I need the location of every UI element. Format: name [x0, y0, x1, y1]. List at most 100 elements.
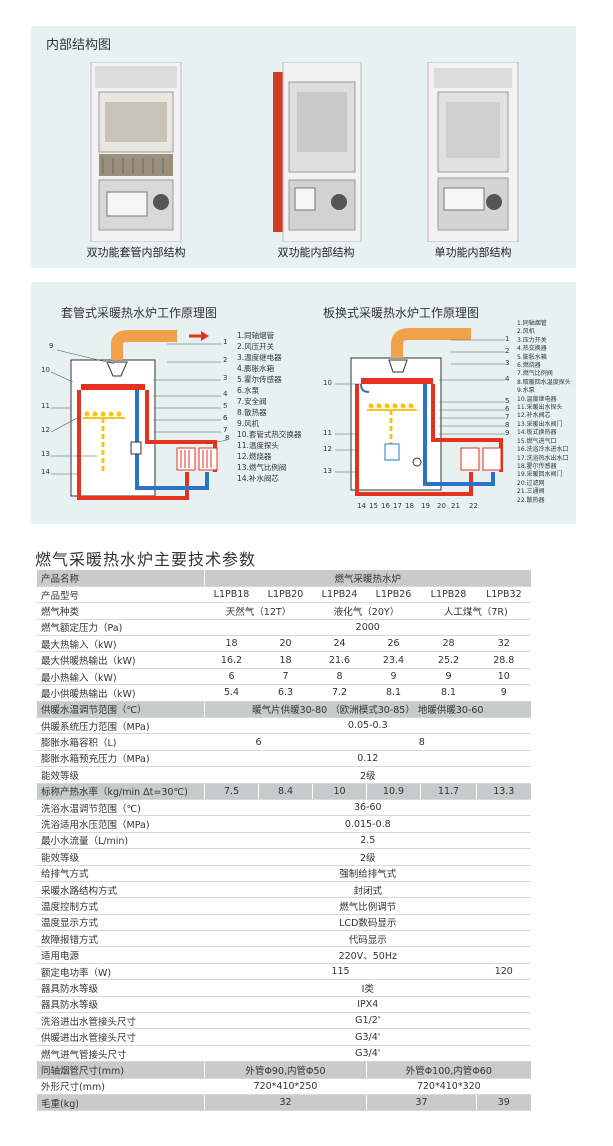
legend-left-item: 8.散热器 — [237, 408, 267, 417]
spec-label: 能效等级 — [36, 848, 205, 866]
spec-label: 最小供暖热输出（kW) — [36, 684, 205, 702]
callout-r8: 8 — [505, 421, 510, 429]
spec-row: 膨胀水箱预充压力（MPa)0.12 — [36, 750, 531, 768]
spec-value: 32 — [204, 1094, 367, 1112]
spec-value: 10 — [475, 668, 531, 686]
diagram-right-schematic — [335, 328, 505, 496]
legend-left-item: 10.套管式热交换器 — [237, 430, 302, 439]
spec-label: 供暖进出水管接头尺寸 — [36, 1028, 205, 1046]
spec-row: 温度控制方式燃气比例调节 — [36, 897, 531, 915]
callout-9: 9 — [49, 342, 54, 350]
spec-value: 天然气（12T） — [204, 602, 313, 620]
spec-value: 9 — [475, 684, 531, 702]
callout-r7: 7 — [505, 413, 510, 421]
spec-value: L1PB18 — [204, 586, 259, 604]
legend-left-item: 14.补水阀芯 — [237, 474, 279, 483]
spec-value: 封闭式 — [203, 881, 531, 899]
spec-value: 5.4 — [204, 684, 259, 702]
spec-value: L1PB20 — [258, 586, 313, 604]
legend-right-item: 21.三通阀 — [517, 488, 545, 496]
spec-value: 24 — [312, 635, 367, 653]
legend-right-item: 19.采暖回水阀门 — [517, 471, 563, 479]
caption-dual: 双功能内部结构 — [277, 246, 355, 259]
spec-value: 8 — [311, 733, 531, 751]
callout-r12: 12 — [323, 445, 332, 453]
spec-label: 外形尺寸(mm) — [36, 1078, 205, 1096]
legend-left-item: 4.膨胀水箱 — [237, 364, 275, 373]
legend-left-item: 13.燃气比例阀 — [237, 463, 287, 472]
legend-left-item: 5.霍尔传感器 — [237, 375, 282, 384]
spec-value: 7 — [258, 668, 313, 686]
spec-value: 0.12 — [203, 750, 531, 768]
spec-value: 220V、50Hz — [203, 946, 531, 964]
spec-value: 2级 — [203, 848, 531, 866]
legend-right-item: 5.膨胀水箱 — [517, 353, 547, 361]
spec-value: 18 — [204, 635, 259, 653]
callout-14: 14 — [41, 468, 50, 476]
spec-value: 6.3 — [258, 684, 313, 702]
spec-label: 最小水流量（L/min) — [36, 832, 205, 850]
callout-12: 12 — [41, 426, 50, 434]
spec-label: 温度控制方式 — [36, 897, 205, 915]
spec-value: 强制给排气式 — [203, 865, 531, 882]
spec-value: 8.4 — [258, 783, 313, 800]
legend-right-item: 10.温度继电器 — [517, 395, 557, 403]
callout-3: 3 — [223, 374, 228, 382]
legend-right-item: 12.补水阀芯 — [517, 412, 551, 420]
legend-right-item: 16.洗浴冷水进水口 — [517, 446, 569, 454]
legend-left-item: 6.水泵 — [237, 386, 260, 395]
spec-value: 2000 — [203, 619, 531, 637]
spec-value: LCD数码显示 — [203, 914, 531, 932]
spec-value: 液化气（20Y） — [312, 602, 421, 620]
spec-value: 11.7 — [420, 783, 477, 800]
spec-label: 洗浴水温调节范围（℃) — [36, 799, 205, 817]
spec-label: 洗浴进出水管接头尺寸 — [36, 1012, 205, 1030]
spec-label: 产品型号 — [36, 586, 205, 604]
callout-r6: 6 — [505, 405, 510, 413]
spec-value: 36-60 — [203, 799, 531, 817]
spec-value: 9 — [366, 668, 421, 686]
callout-11: 11 — [41, 402, 50, 410]
spec-value: 6 — [204, 733, 313, 751]
diagram-right-callouts: 10 11 12 13 1 2 3 4 5 6 7 8 9 14 15 16 1… — [323, 322, 519, 522]
spec-value: 720*410*320 — [365, 1078, 531, 1096]
legend-left-item: 7.安全阀 — [237, 397, 267, 406]
boiler-photo-single — [427, 62, 519, 242]
spec-label: 器具防水等级 — [36, 979, 205, 997]
legend-right-item: 8.取暖回水温度探头 — [517, 378, 571, 386]
boiler-photo-dual-coaxial — [90, 62, 182, 242]
spec-label: 燃气种类 — [36, 602, 205, 620]
spec-row: 采暖水路结构方式封闭式 — [36, 881, 531, 899]
legend-right-item: 15.燃气进气口 — [517, 437, 557, 445]
spec-row: 给排气方式强制给排气式 — [36, 865, 531, 882]
spec-row: 最小水流量（L/min)2.5 — [36, 832, 531, 850]
callout-r15: 15 — [369, 502, 378, 510]
diagram-left-title: 套管式采暖热水炉工作原理图 — [61, 306, 218, 320]
spec-value: 120 — [475, 963, 531, 981]
callout-r10: 10 — [323, 379, 332, 387]
callout-2: 2 — [223, 356, 228, 364]
spec-row: 供暖水温调节范围（℃）暖气片供暖30-80 （欧洲模式30-85） 地暖供暖30… — [36, 701, 531, 719]
spec-row: 洗浴水温调节范围（℃)36-60 — [36, 799, 531, 817]
spec-value: G3/4' — [203, 1028, 531, 1046]
legend-left-item: 1.同轴烟管 — [237, 331, 275, 340]
callout-r1: 1 — [505, 335, 510, 343]
spec-value: 外管Φ100,内管Φ60 — [365, 1061, 531, 1079]
spec-row: 燃气额定压力（Pa)2000 — [36, 619, 531, 637]
spec-value: 37 — [366, 1094, 477, 1112]
legend-right-item: 18.霍尔传感器 — [517, 462, 557, 470]
legend-right-item: 11.采暖出水探头 — [517, 404, 563, 412]
spec-value: 28 — [420, 635, 477, 653]
spec-value: 13.3 — [475, 783, 531, 800]
spec-label: 膨胀水箱容积（L) — [36, 733, 205, 751]
spec-value: 7.2 — [312, 684, 367, 702]
spec-label: 毛重(kg) — [36, 1094, 205, 1112]
legend-right-item: 2.风机 — [517, 328, 535, 336]
